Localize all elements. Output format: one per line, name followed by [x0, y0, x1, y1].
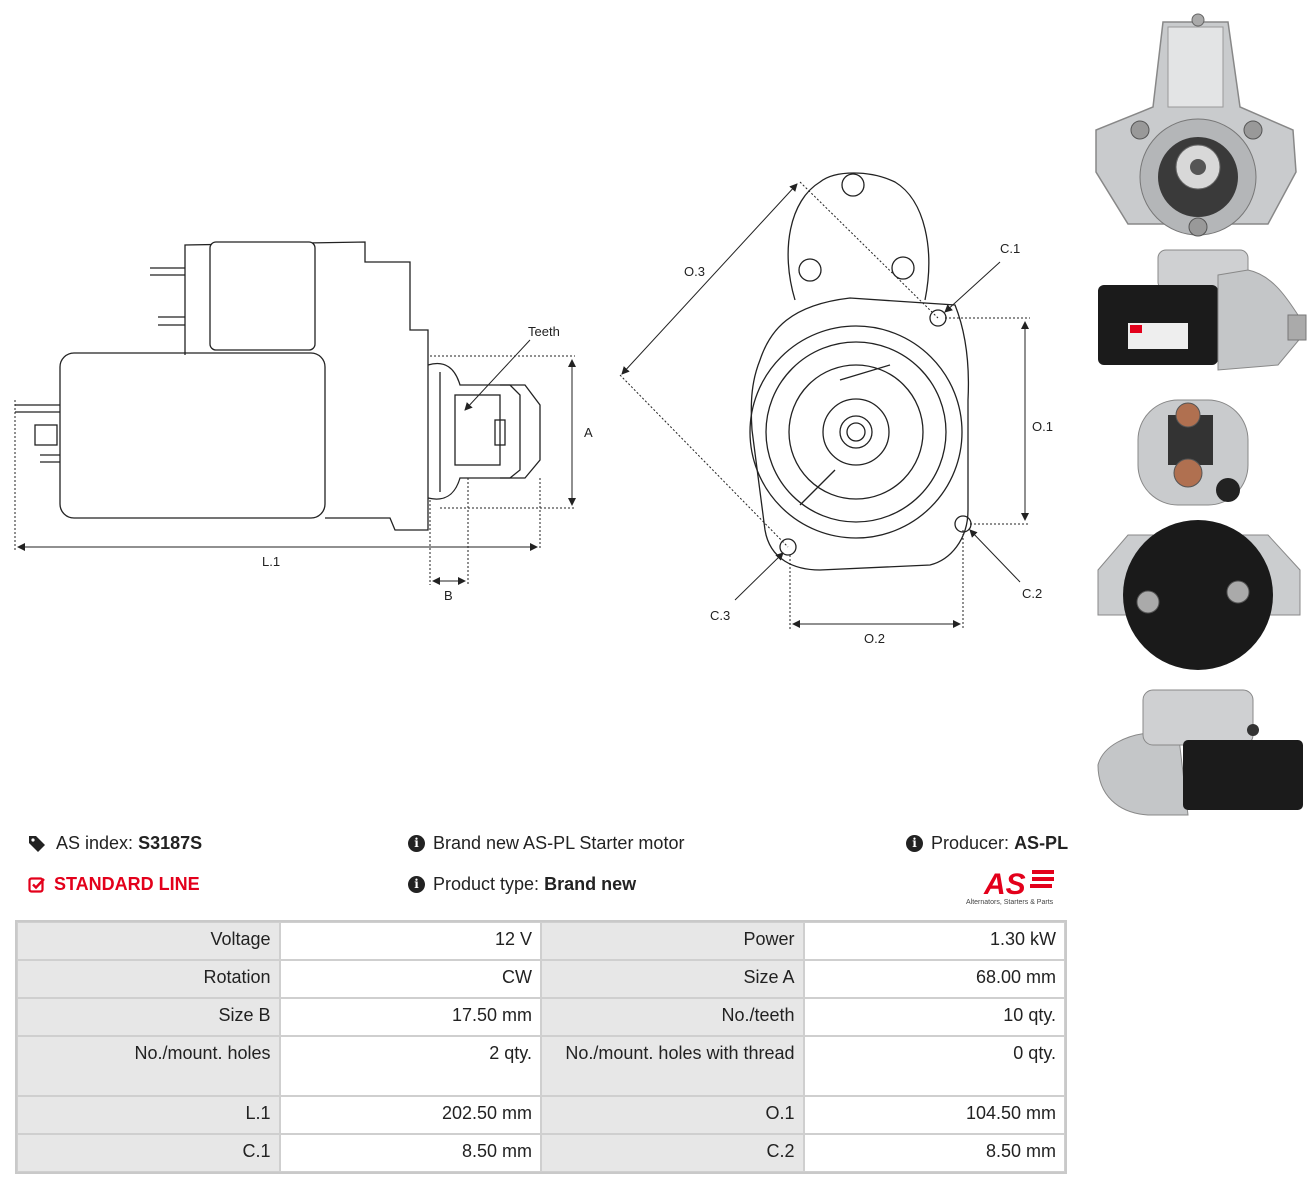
product-type-label: Product type:: [433, 874, 540, 894]
producer-label: Producer:: [931, 833, 1010, 853]
info-icon: i: [906, 835, 923, 852]
label-c3: C.3: [710, 608, 730, 623]
label-l1: L.1: [262, 554, 280, 569]
photo-front: [1095, 13, 1297, 237]
spec-label: L.1: [17, 1096, 280, 1134]
spec-label: O.1: [540, 1096, 804, 1134]
table-row: L.1 202.50 mm O.1 104.50 mm: [17, 1096, 1065, 1134]
table-row: Size B 17.50 mm No./teeth 10 qty.: [17, 998, 1065, 1036]
as-index-value: S3187S: [138, 833, 203, 853]
label-o3: O.3: [684, 264, 705, 279]
table-row: C.1 8.50 mm C.2 8.50 mm: [17, 1134, 1065, 1172]
spec-label: No./mount. holes: [17, 1036, 280, 1096]
label-a: A: [584, 425, 593, 440]
table-row: No./mount. holes 2 qty. No./mount. holes…: [17, 1036, 1065, 1096]
label-o2: O.2: [864, 631, 885, 646]
spec-value: 1.30 kW: [803, 922, 1065, 960]
spec-label: No./mount. holes with thread: [540, 1036, 804, 1096]
description-text: Brand new AS-PL Starter motor: [433, 833, 685, 853]
spec-value: 0 qty.: [803, 1036, 1065, 1096]
spec-label: C.1: [17, 1134, 280, 1172]
side-view-dimensions: [14, 339, 576, 585]
label-c2: C.2: [1022, 586, 1042, 601]
as-index: AS index: S3187S: [28, 833, 202, 854]
info-icon: i: [408, 835, 425, 852]
label-o1: O.1: [1032, 419, 1053, 434]
product-type-value: Brand new: [544, 874, 637, 894]
front-view: [749, 172, 972, 571]
label-teeth: Teeth: [528, 324, 560, 339]
spec-value: 68.00 mm: [803, 960, 1065, 998]
photo-rear: [1097, 399, 1301, 670]
product-line: STANDARD LINE: [28, 874, 200, 895]
table-row: Voltage 12 V Power 1.30 kW: [17, 922, 1065, 960]
spec-value: CW: [279, 960, 541, 998]
as-pl-logo: AS Alternators, Starters & Parts: [966, 868, 1054, 906]
line-label: STANDARD LINE: [54, 874, 200, 894]
label-c1: C.1: [1000, 241, 1020, 256]
spec-label: Rotation: [17, 960, 280, 998]
spec-value: 8.50 mm: [279, 1134, 541, 1172]
photo-side-top: [1098, 249, 1307, 371]
info-icon: i: [408, 876, 425, 893]
photo-side-bottom: [1097, 689, 1303, 816]
check-square-icon: [28, 876, 45, 893]
spec-value: 202.50 mm: [279, 1096, 541, 1134]
technical-drawing: Teeth A L.1 B O.3 C.1 O.1 C.2: [14, 172, 1053, 646]
producer-value: AS-PL: [1014, 833, 1069, 853]
tags-icon: [29, 835, 45, 852]
label-b: B: [444, 588, 453, 603]
logo-text: AS: [983, 868, 1026, 901]
table-row: Rotation CW Size A 68.00 mm: [17, 960, 1065, 998]
producer: i Producer: AS-PL: [906, 833, 1068, 854]
spec-label: Size B: [17, 998, 280, 1036]
spec-table: Voltage 12 V Power 1.30 kW Rotation CW S…: [15, 920, 1067, 1174]
spec-label: C.2: [540, 1134, 804, 1172]
spec-label: Size A: [540, 960, 804, 998]
product-type: i Product type: Brand new: [408, 874, 636, 895]
spec-value: 104.50 mm: [803, 1096, 1065, 1134]
spec-value: 12 V: [279, 922, 541, 960]
product-description: i Brand new AS-PL Starter motor: [408, 833, 684, 854]
as-index-label: AS index:: [56, 833, 134, 853]
spec-label: No./teeth: [540, 998, 804, 1036]
spec-label: Power: [540, 922, 804, 960]
spec-value: 17.50 mm: [279, 998, 541, 1036]
logo-tagline: Alternators, Starters & Parts: [966, 899, 1054, 906]
spec-value: 10 qty.: [803, 998, 1065, 1036]
side-view: [15, 241, 541, 531]
spec-value: 8.50 mm: [803, 1134, 1065, 1172]
spec-value: 2 qty.: [279, 1036, 541, 1096]
spec-label: Voltage: [17, 922, 280, 960]
front-view-dimensions: [619, 181, 1030, 630]
